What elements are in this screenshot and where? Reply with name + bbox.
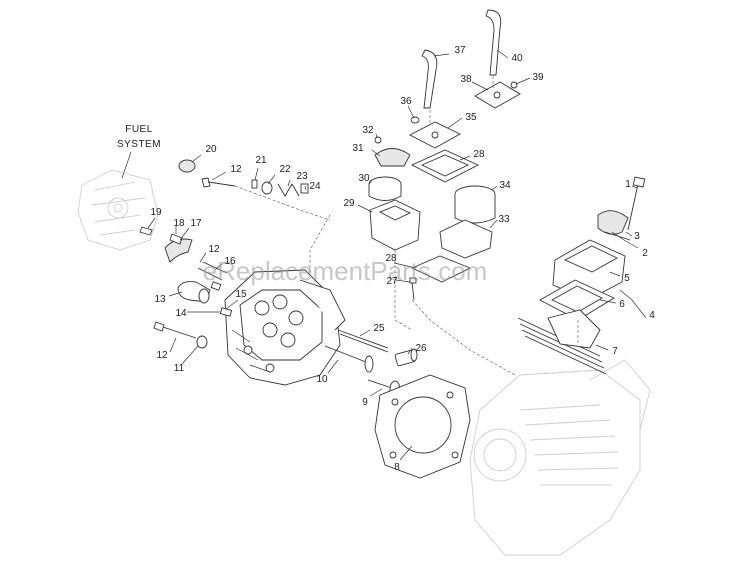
pin-21 bbox=[251, 179, 258, 189]
breather-hose-37 bbox=[421, 49, 438, 109]
callout-22: 22 bbox=[279, 164, 291, 175]
watermark-text: eReplacementParts.com bbox=[203, 256, 488, 286]
alignment-dashes bbox=[234, 76, 579, 376]
washer-11 bbox=[196, 335, 208, 349]
studs-16 bbox=[197, 261, 228, 291]
callout-17: 17 bbox=[190, 218, 202, 229]
callout-28-bottom: 28 bbox=[385, 253, 397, 264]
bolt-1 bbox=[627, 176, 646, 231]
fuel-system-ghost bbox=[77, 169, 159, 251]
fuel-label-line1: FUEL bbox=[125, 124, 153, 135]
callout-6: 6 bbox=[619, 299, 625, 310]
callout-27: 27 bbox=[386, 276, 398, 287]
callout-12-bottom: 12 bbox=[156, 350, 168, 361]
callout-9: 9 bbox=[362, 397, 368, 408]
callout-28-top: 28 bbox=[473, 149, 485, 160]
callout-11: 11 bbox=[174, 363, 185, 374]
callout-16: 16 bbox=[224, 256, 236, 267]
rocker-arm-17 bbox=[164, 238, 193, 263]
callout-7: 7 bbox=[612, 346, 618, 357]
callout-10: 10 bbox=[316, 374, 328, 385]
cover-35 bbox=[409, 121, 461, 149]
callout-31: 31 bbox=[352, 143, 364, 154]
stud-27 bbox=[409, 277, 417, 301]
element-34 bbox=[454, 185, 496, 224]
callout-39: 39 bbox=[532, 72, 544, 83]
callout-21: 21 bbox=[255, 155, 267, 166]
screw-39 bbox=[510, 81, 518, 89]
screw-19 bbox=[139, 226, 153, 236]
valve-10 bbox=[324, 345, 374, 373]
callout-14: 14 bbox=[175, 308, 187, 319]
housing-29 bbox=[369, 199, 421, 251]
callout-19: 19 bbox=[150, 207, 162, 218]
retainer-24 bbox=[300, 183, 309, 194]
filter-30 bbox=[368, 176, 402, 201]
callout-36: 36 bbox=[400, 96, 412, 107]
fuel-system-label: FUEL SYSTEM bbox=[117, 124, 161, 179]
stud-18 bbox=[169, 233, 183, 245]
callout-4: 4 bbox=[649, 310, 655, 321]
callout-34: 34 bbox=[499, 180, 511, 191]
callout-18: 18 bbox=[173, 218, 185, 229]
callout-numbers: 1 2 3 4 5 6 7 8 9 10 11 12 12 12 13 14 1… bbox=[150, 45, 655, 473]
nut-36 bbox=[410, 116, 420, 124]
push-rods-7 bbox=[517, 309, 607, 375]
callout-1: 1 bbox=[625, 179, 631, 190]
callout-35: 35 bbox=[465, 112, 477, 123]
head-gasket-8 bbox=[374, 374, 471, 479]
callout-12-top: 12 bbox=[230, 164, 242, 175]
breather-hose-40 bbox=[485, 9, 502, 76]
gasket-28-bottom bbox=[410, 255, 472, 283]
callout-20: 20 bbox=[205, 144, 217, 155]
engine-block-ghost bbox=[469, 359, 651, 556]
callout-33: 33 bbox=[498, 214, 510, 225]
callout-13: 13 bbox=[154, 294, 166, 305]
spring-23 bbox=[277, 183, 300, 197]
base-33 bbox=[439, 219, 493, 259]
callout-3: 3 bbox=[634, 231, 640, 242]
callout-40: 40 bbox=[511, 53, 523, 64]
cap-31 bbox=[374, 148, 411, 167]
intake-elbow-13 bbox=[177, 281, 211, 304]
screw-32 bbox=[374, 136, 382, 144]
cover-38 bbox=[474, 81, 521, 109]
callout-29: 29 bbox=[343, 198, 355, 209]
callout-32: 32 bbox=[362, 125, 374, 136]
callout-12-middle: 12 bbox=[208, 244, 220, 255]
push-rod-25 bbox=[337, 329, 389, 353]
bolt-12-top bbox=[201, 177, 236, 188]
callout-23: 23 bbox=[296, 171, 308, 182]
callout-26: 26 bbox=[415, 343, 427, 354]
callout-5: 5 bbox=[624, 273, 630, 284]
oil-fill-cap-3 bbox=[597, 210, 631, 241]
gasket-28-top bbox=[410, 149, 480, 183]
tappet-26 bbox=[394, 348, 418, 367]
callout-38: 38 bbox=[460, 74, 472, 85]
callout-37: 37 bbox=[454, 45, 466, 56]
callout-2: 2 bbox=[642, 248, 648, 259]
callout-8: 8 bbox=[394, 462, 400, 473]
spacer-15 bbox=[219, 307, 233, 317]
leader-lines bbox=[147, 49, 647, 461]
washer-22 bbox=[261, 181, 273, 195]
gasket-20 bbox=[178, 159, 196, 173]
callout-30: 30 bbox=[358, 173, 370, 184]
bolt-12-bottom bbox=[153, 321, 197, 339]
cylinder-head-assembly bbox=[224, 269, 346, 386]
callout-25: 25 bbox=[373, 323, 385, 334]
callout-24: 24 bbox=[309, 181, 321, 192]
callout-15: 15 bbox=[235, 289, 247, 300]
fuel-label-line2: SYSTEM bbox=[117, 139, 161, 150]
